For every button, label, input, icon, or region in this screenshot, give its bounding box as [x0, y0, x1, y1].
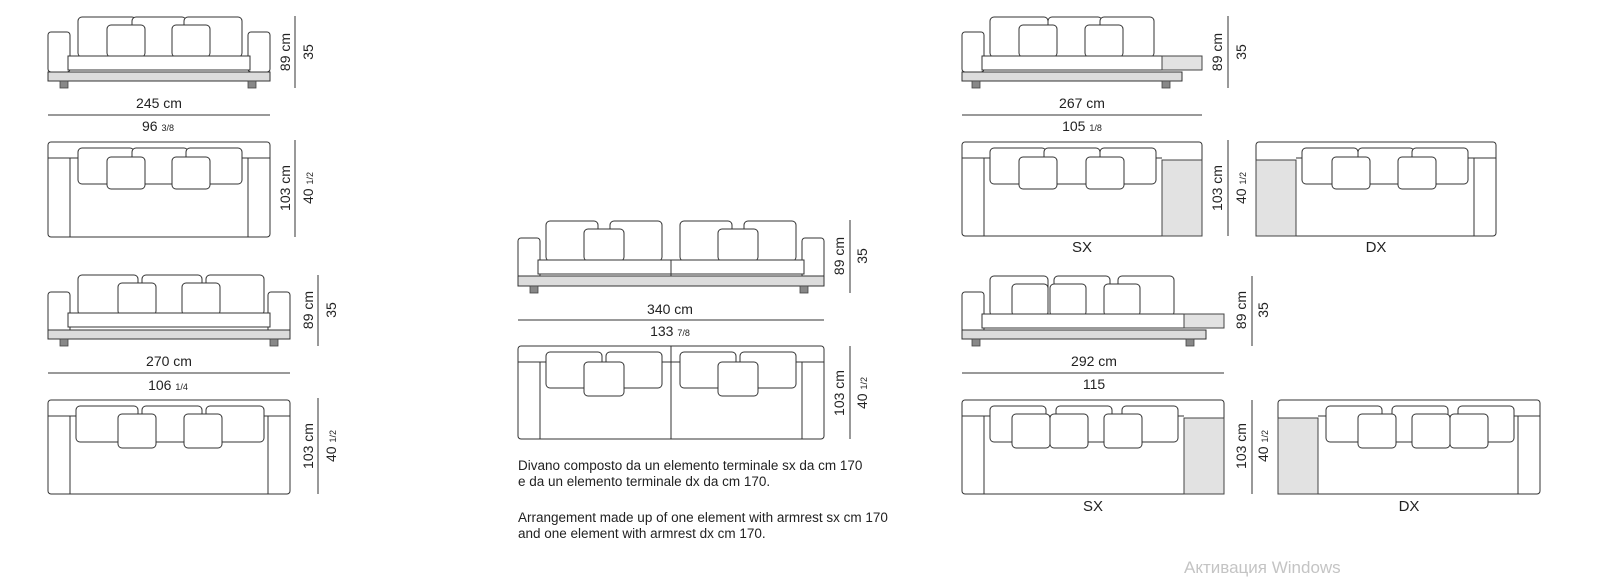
sofa-340-front-view	[517, 220, 825, 294]
depth-in-label: 40 1/2	[300, 172, 316, 204]
depth-cm-label: 103 cm	[300, 423, 316, 469]
diagram-sofa-292: 89 cm 35 292 cm 115 SX 103 cm 40 1/2	[961, 275, 1541, 515]
width-cm-label: 340 cm	[647, 301, 693, 317]
dx-orientation-label: DX	[1366, 239, 1387, 256]
height-in-label: 35	[1255, 302, 1271, 318]
height-cm-label: 89 cm	[300, 291, 316, 329]
windows-activation-watermark: Активация Windows	[1184, 558, 1341, 577]
sx-orientation-label: SX	[1072, 239, 1092, 256]
diagram-sofa-267: 89 cm 35 267 cm 105 1/8 SX 103 cm 40 1/2	[961, 16, 1497, 256]
width-in-label: 133 7/8	[650, 323, 690, 339]
height-cm-label: 89 cm	[831, 237, 847, 275]
width-in-label: 106 1/4	[148, 377, 188, 393]
sofa-340-top-view	[517, 345, 825, 440]
width-in-label: 105 1/8	[1062, 118, 1102, 134]
sofa-292-top-view-sx	[961, 399, 1225, 495]
height-in-label: 35	[300, 44, 316, 60]
width-cm-label: 270 cm	[146, 353, 192, 369]
diagram-sofa-340: 89 cm 35 340 cm 133 7/8 103 cm 40 1/2 Di…	[517, 220, 888, 541]
height-cm-label: 89 cm	[277, 33, 293, 71]
depth-in-label: 40 1/2	[854, 377, 870, 409]
depth-cm-label: 103 cm	[1233, 423, 1249, 469]
sofa-267-top-view-sx	[961, 141, 1203, 237]
sofa-270-front-view	[47, 274, 291, 347]
height-in-label: 35	[1233, 44, 1249, 60]
depth-in-label: 40 1/2	[323, 430, 339, 462]
sofa-292-top-view-dx	[1277, 399, 1541, 495]
diagram-sofa-270: 89 cm 35 270 cm 106 1/4 103 cm 40 1/2	[47, 274, 339, 495]
height-in-label: 35	[323, 302, 339, 318]
depth-cm-label: 103 cm	[831, 370, 847, 416]
depth-cm-label: 103 cm	[277, 165, 293, 211]
description-english-line-1: Arrangement made up of one element with …	[518, 510, 888, 525]
depth-in-label: 40 1/2	[1255, 430, 1271, 462]
width-in-label: 96 3/8	[142, 118, 174, 134]
sofa-267-front-view	[961, 16, 1203, 89]
arrangement-description: Divano composto da un elemento terminale…	[518, 458, 888, 541]
width-cm-label: 292 cm	[1071, 353, 1117, 369]
depth-cm-label: 103 cm	[1209, 165, 1225, 211]
sofa-245-top-view	[47, 141, 271, 238]
sofa-292-front-view	[961, 275, 1225, 347]
sx-orientation-label: SX	[1083, 498, 1103, 515]
description-english-line-2: and one element with armrest dx cm 170.	[518, 526, 766, 541]
height-cm-label: 89 cm	[1233, 291, 1249, 329]
depth-in-label: 40 1/2	[1233, 172, 1249, 204]
height-in-label: 35	[854, 248, 870, 264]
sofa-270-top-view	[47, 399, 291, 495]
description-italian-line-2: e da un elemento terminale dx da cm 170.	[518, 474, 770, 489]
dx-orientation-label: DX	[1399, 498, 1420, 515]
description-italian-line-1: Divano composto da un elemento terminale…	[518, 458, 862, 473]
width-cm-label: 245 cm	[136, 95, 182, 111]
height-cm-label: 89 cm	[1209, 33, 1225, 71]
sofa-245-front-view	[47, 16, 271, 89]
width-cm-label: 267 cm	[1059, 95, 1105, 111]
sofa-267-top-view-dx	[1255, 141, 1497, 237]
diagram-sofa-245: 89 cm 35 245 cm 96 3/8 103 cm 40 1/2	[47, 16, 316, 238]
width-in-label: 115	[1083, 376, 1106, 392]
